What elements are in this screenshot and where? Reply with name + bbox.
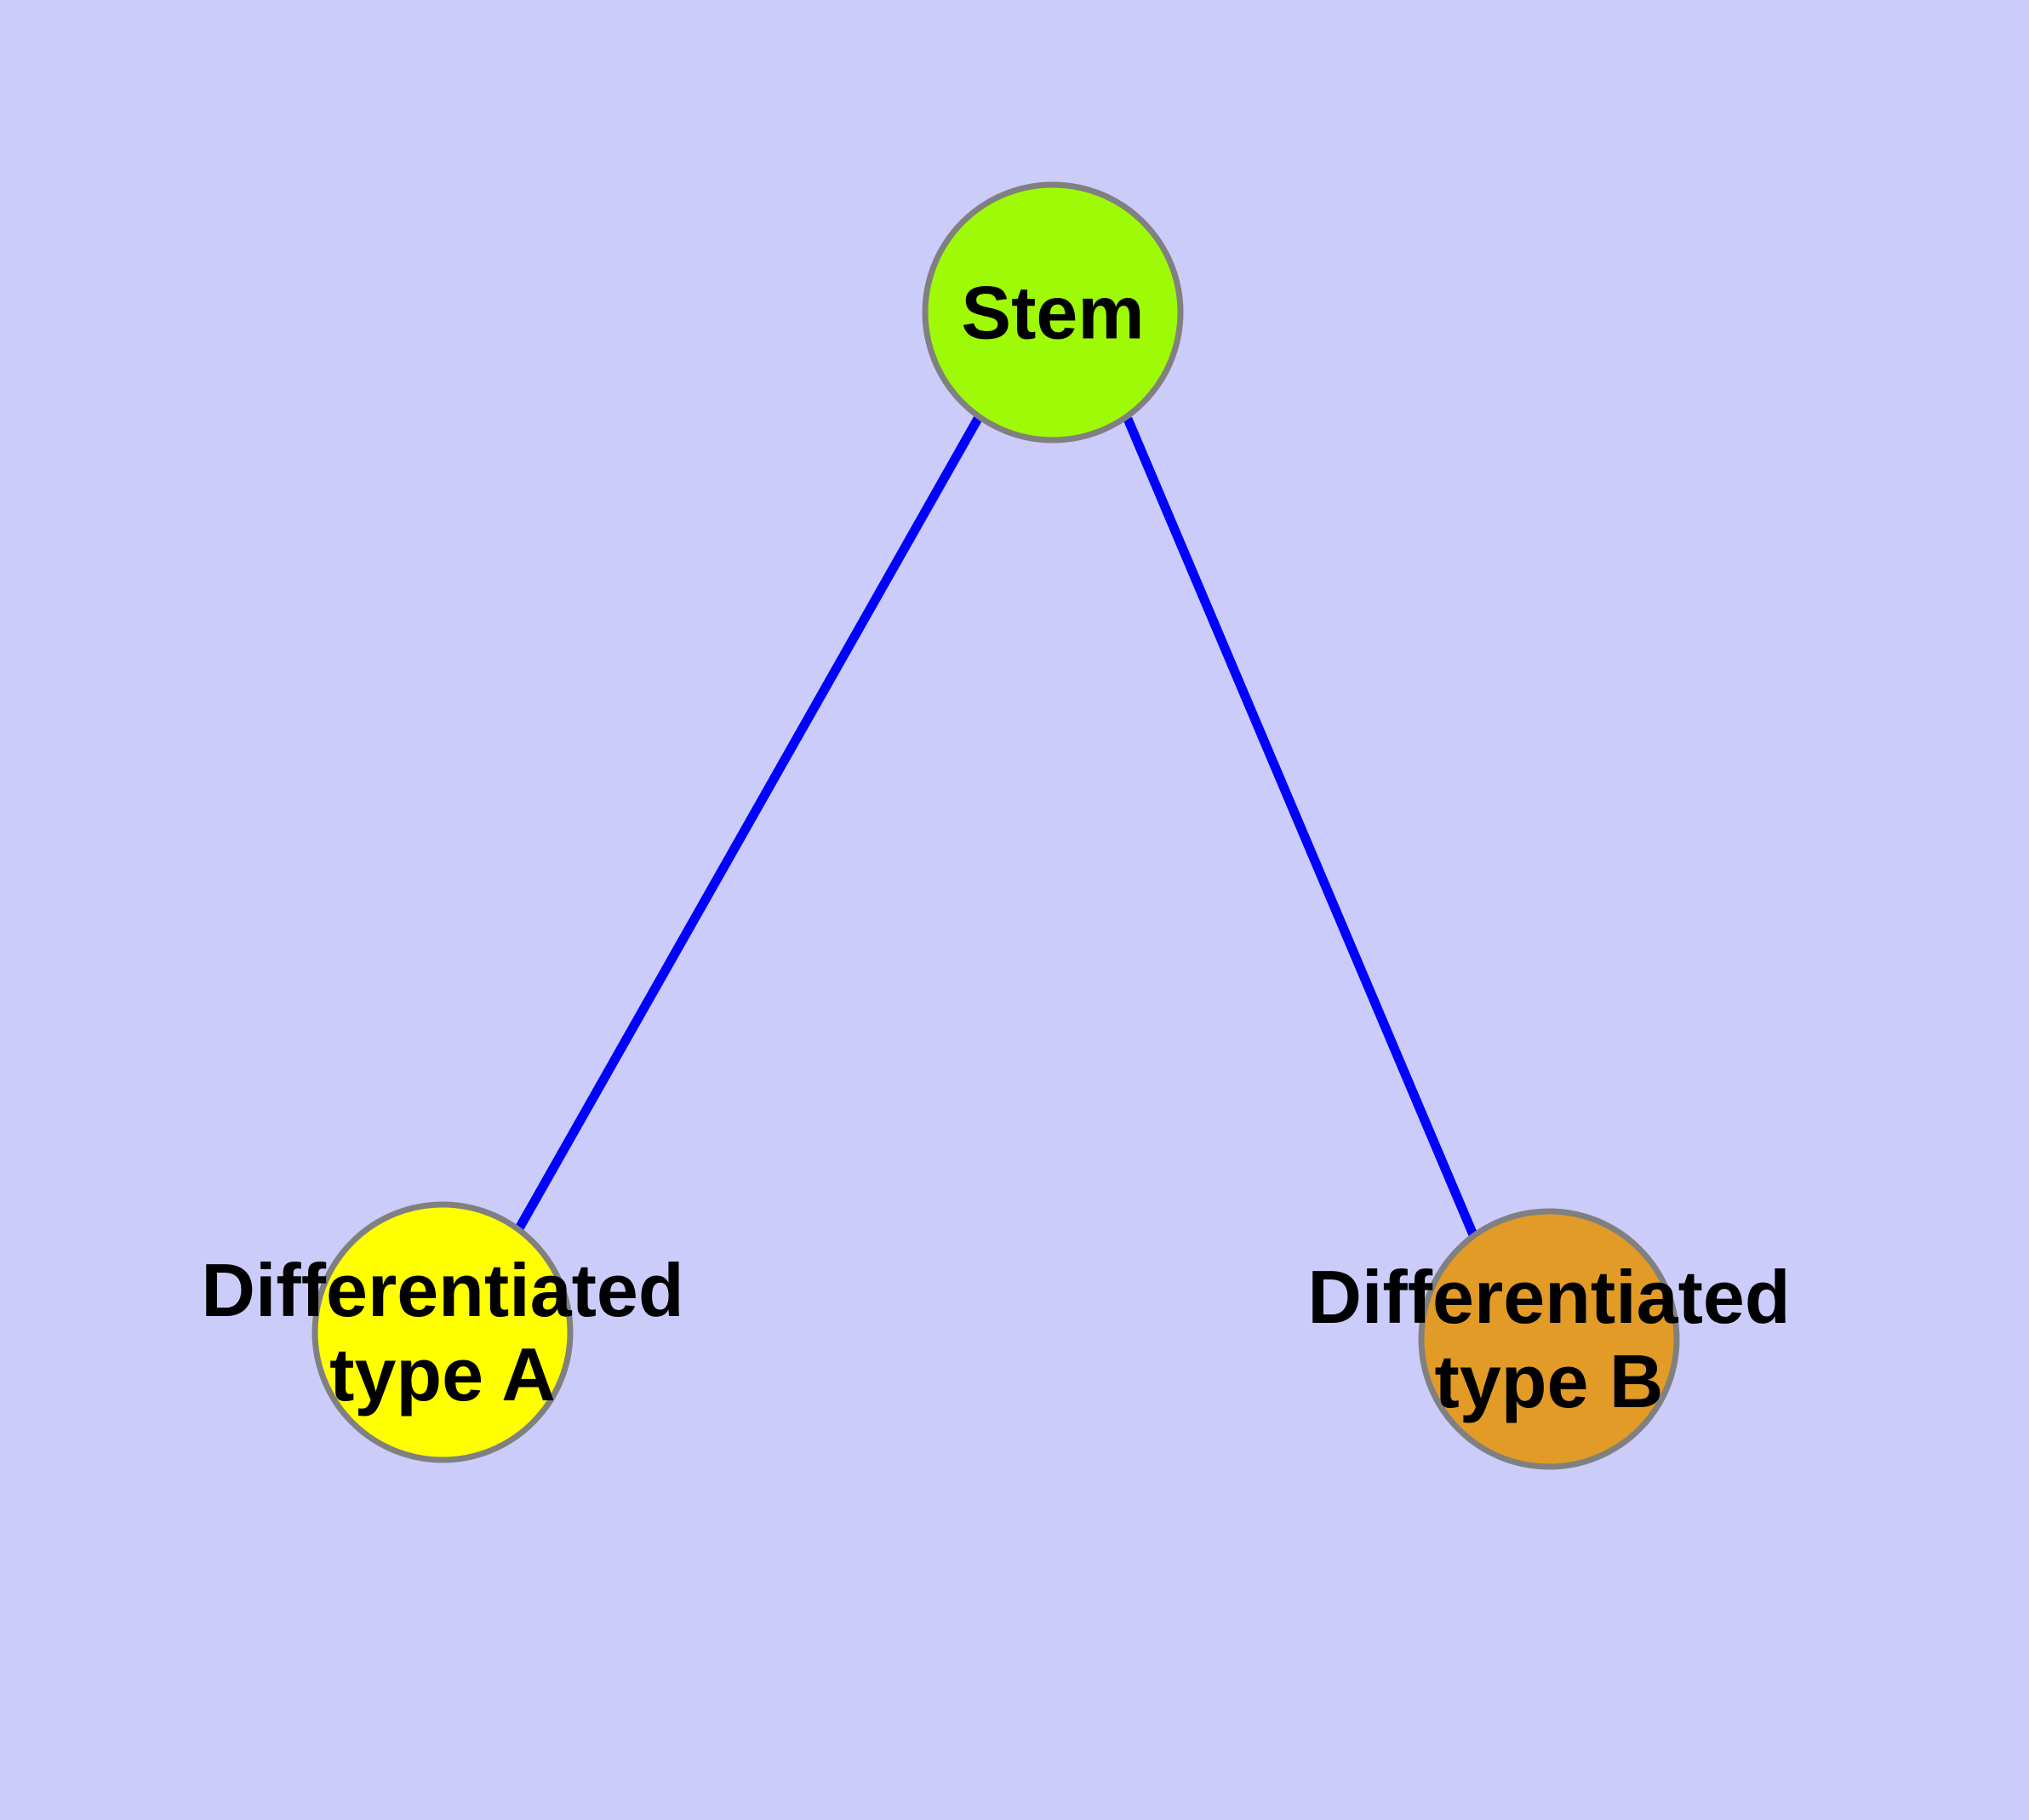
graph-edge-stem-to-diff-a[interactable] (515, 415, 983, 1231)
node-label-diff_a-line-0: Differentiated (201, 1248, 683, 1332)
graph-edge-stem-to-diff-b[interactable] (1123, 416, 1479, 1239)
node-label-stem-line-0: Stem (961, 271, 1144, 355)
edges-layer (515, 415, 1479, 1239)
node-label-diff_b-line-1: type B (1435, 1339, 1664, 1423)
node-label-diff_b-line-0: Differentiated (1307, 1255, 1790, 1339)
node-circle-diff_b[interactable] (1418, 1208, 1680, 1470)
node-circle-stem[interactable] (922, 181, 1184, 444)
graph-node-stem[interactable]: Stem (922, 181, 1184, 444)
node-label-diff_a-line-1: type A (329, 1332, 556, 1417)
node-circle-diff_a[interactable] (311, 1201, 574, 1463)
